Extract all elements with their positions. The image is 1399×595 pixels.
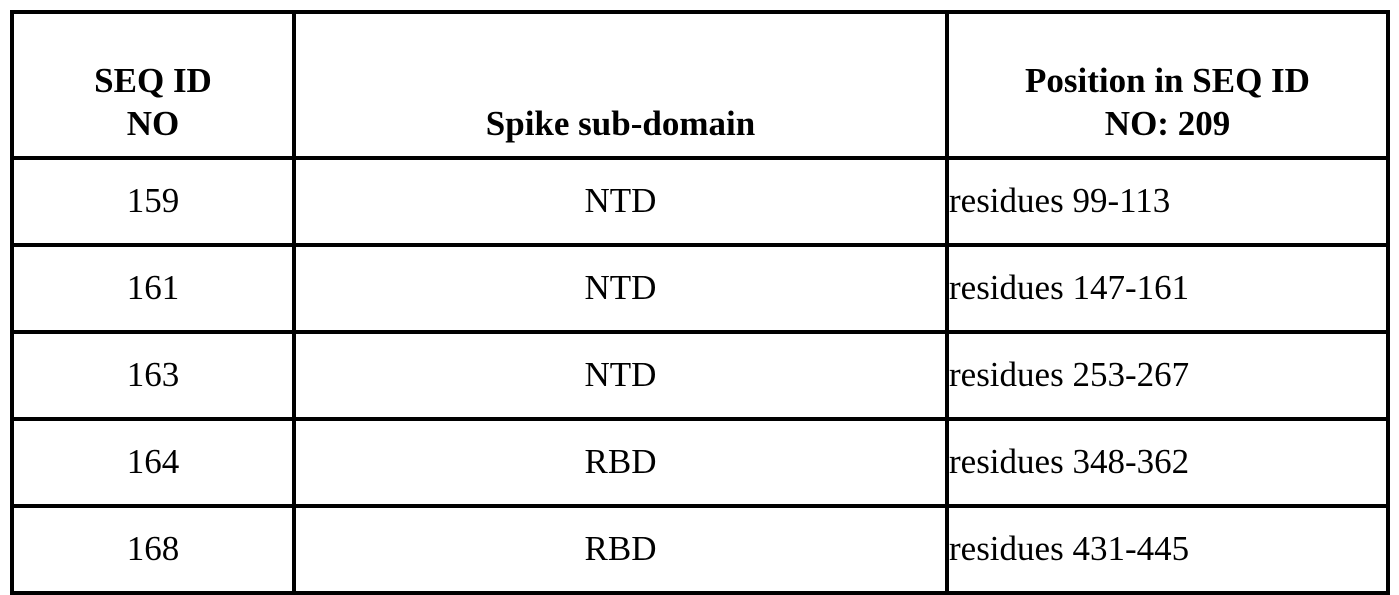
- table-row: 168 RBD residues 431-445: [10, 504, 1390, 595]
- cell-spike-subdomain: NTD: [292, 330, 949, 421]
- cell-position: residues 99-113: [945, 156, 1390, 247]
- column-header-seq-id-no: SEQ ID NO: [10, 10, 296, 160]
- cell-seq-id-no: 159: [10, 156, 296, 247]
- column-header-spike-sub-domain: Spike sub-domain: [292, 10, 949, 160]
- column-header-spike-sub-domain-line-1: Spike sub-domain: [485, 104, 756, 144]
- table-row: 159 NTD residues 99-113: [10, 156, 1390, 247]
- cell-spike-subdomain: RBD: [292, 504, 949, 595]
- cell-spike-subdomain: NTD: [292, 156, 949, 247]
- cell-spike-subdomain: RBD: [292, 417, 949, 508]
- column-header-position-line-2: NO: 209: [1104, 104, 1231, 144]
- cell-position: residues 147-161: [945, 243, 1390, 334]
- cell-position: residues 348-362: [945, 417, 1390, 508]
- cell-position: residues 431-445: [945, 504, 1390, 595]
- column-header-seq-id-no-line-2: NO: [126, 104, 180, 144]
- column-header-position-line-1: Position in SEQ ID: [1025, 60, 1310, 100]
- table-row: 164 RBD residues 348-362: [10, 417, 1390, 508]
- table-row: 163 NTD residues 253-267: [10, 330, 1390, 421]
- cell-seq-id-no: 161: [10, 243, 296, 334]
- column-header-seq-id-no-line-1: SEQ ID: [94, 60, 212, 100]
- cell-seq-id-no: 168: [10, 504, 296, 595]
- table-row: 161 NTD residues 147-161: [10, 243, 1390, 334]
- sequence-position-table: SEQ ID NO Spike sub-domain Position in S…: [10, 10, 1390, 595]
- cell-spike-subdomain: NTD: [292, 243, 949, 334]
- column-header-position-in-seq-id: Position in SEQ ID NO: 209: [945, 10, 1390, 160]
- cell-position: residues 253-267: [945, 330, 1390, 421]
- table-header: SEQ ID NO Spike sub-domain Position in S…: [10, 10, 1390, 160]
- cell-seq-id-no: 164: [10, 417, 296, 508]
- cell-seq-id-no: 163: [10, 330, 296, 421]
- table-body: 159 NTD residues 99-113 161 NTD residues…: [10, 156, 1390, 595]
- table-header-row: SEQ ID NO Spike sub-domain Position in S…: [10, 10, 1390, 160]
